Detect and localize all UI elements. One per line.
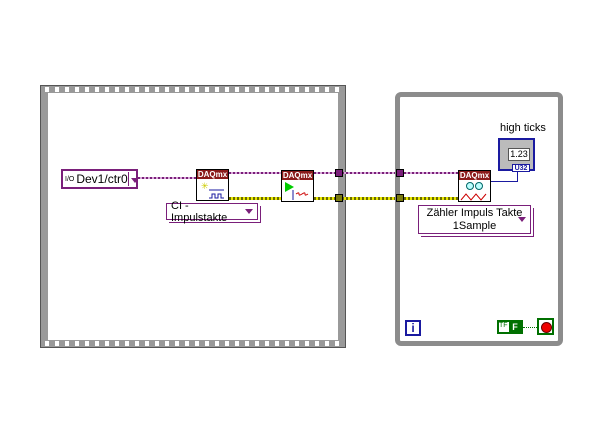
channel-control[interactable]: I/O Dev1/ctr0 — [61, 169, 141, 189]
bool-value: F — [509, 322, 521, 332]
read-vi[interactable]: DAQmx — [458, 170, 491, 202]
flat-sequence-frame[interactable] — [40, 85, 346, 348]
task-tunnel — [335, 169, 343, 177]
indicator-label: high ticks — [500, 122, 546, 134]
numeric-wire — [491, 181, 518, 182]
error-tunnel — [396, 194, 404, 202]
channel-value: Dev1/ctr0 — [76, 172, 128, 186]
task-wire — [229, 172, 281, 174]
start-task-vi[interactable]: DAQmx — [281, 170, 314, 202]
create-channel-icon: ✳ — [201, 181, 224, 199]
boolean-constant[interactable]: TF F — [497, 320, 523, 334]
task-tunnel — [396, 169, 404, 177]
counter-type-ring[interactable]: CI - Impulstakte — [166, 200, 258, 224]
start-task-icon — [285, 182, 309, 200]
vi-header: DAQmx — [282, 171, 313, 180]
create-channel-vi[interactable]: DAQmx ✳ — [196, 169, 229, 201]
vi-header: DAQmx — [197, 170, 228, 179]
ring-value: CI - Impulstakte — [171, 199, 228, 224]
stop-terminal[interactable] — [537, 318, 554, 335]
error-wire — [314, 197, 459, 200]
dropdown-arrow-icon[interactable] — [127, 172, 141, 186]
vi-header: DAQmx — [459, 171, 490, 180]
read-icon — [460, 182, 487, 201]
task-wire — [138, 177, 196, 179]
type-badge: U32 — [512, 164, 530, 172]
indicator-value: 1.23 — [508, 148, 530, 161]
dropdown-arrow-icon — [245, 209, 253, 214]
io-name-icon: I/O — [65, 175, 75, 183]
stop-icon — [541, 322, 552, 333]
numeric-wire — [517, 170, 518, 182]
task-wire — [396, 172, 459, 174]
task-wire — [314, 172, 459, 174]
dropdown-arrow-icon — [518, 217, 526, 222]
read-mode-ring[interactable]: Zähler Impuls Takte 1Sample — [418, 205, 531, 234]
high-ticks-indicator[interactable]: 1.23 U32 — [498, 138, 535, 172]
svg-text:✳: ✳ — [201, 181, 209, 191]
tf-icon: TF — [499, 322, 508, 329]
iteration-terminal: i — [405, 320, 421, 336]
error-wire — [396, 197, 459, 200]
error-wire — [229, 197, 281, 200]
ring-line: Zähler Impuls Takte — [426, 207, 523, 219]
error-tunnel — [335, 194, 343, 202]
boolean-wire — [523, 327, 537, 328]
ring-line: 1Sample — [452, 220, 497, 232]
